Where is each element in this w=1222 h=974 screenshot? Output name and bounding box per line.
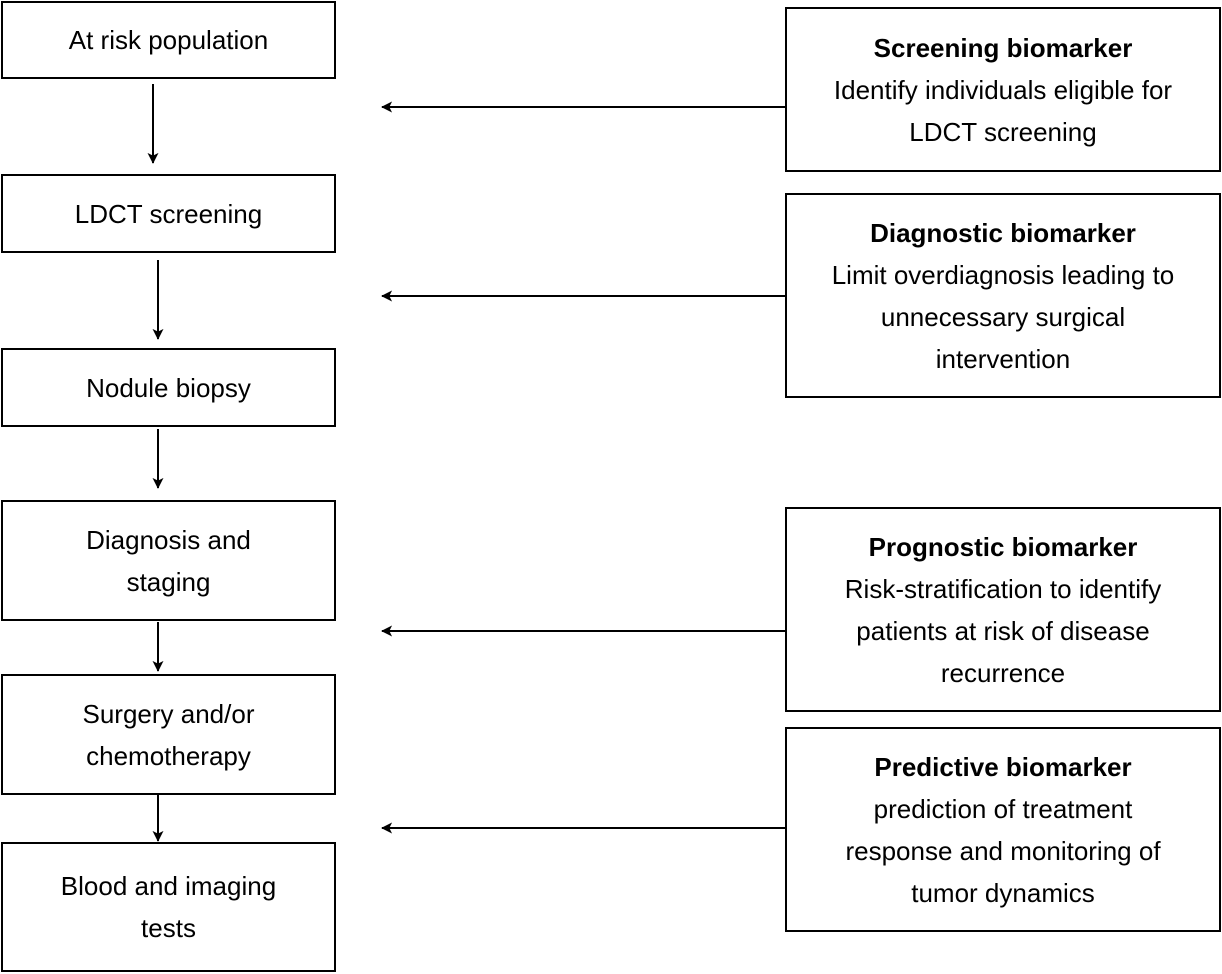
step-label: Blood and imaging tests [60,871,277,943]
biomarker-description: Risk-stratification to identify patients… [844,573,1162,688]
biomarker-title: Predictive biomarker [874,751,1132,782]
step-diagnosis-and-staging: Diagnosis and staging [1,500,336,621]
step-ldct-screening: LDCT screening [1,174,336,253]
biomarker-predictive: Predictive biomarker prediction of treat… [785,727,1221,932]
step-label: Surgery and/or chemotherapy [82,698,255,771]
step-surgery-chemotherapy: Surgery and/or chemotherapy [1,674,336,795]
biomarker-prognostic: Prognostic biomarker Risk-stratification… [785,507,1221,712]
step-label: At risk population [68,25,269,55]
biomarker-title: Prognostic biomarker [868,531,1138,562]
biomarker-screening: Screening biomarker Identify individuals… [785,7,1221,172]
biomarker-description: Identify individuals eligible for LDCT s… [833,74,1173,147]
step-nodule-biopsy: Nodule biopsy [1,348,336,427]
biomarker-description: Limit overdiagnosis leading to unnecessa… [831,259,1175,374]
biomarker-description: prediction of treatment response and mon… [845,793,1161,908]
step-label: Diagnosis and staging [86,524,251,597]
step-label: LDCT screening [74,198,263,229]
step-at-risk-population: At risk population [1,1,336,79]
biomarker-title: Screening biomarker [873,32,1133,63]
biomarker-diagnostic: Diagnostic biomarker Limit overdiagnosis… [785,193,1221,398]
step-label: Nodule biopsy [86,372,251,403]
step-blood-imaging-tests: Blood and imaging tests [1,842,336,972]
biomarker-title: Diagnostic biomarker [870,217,1136,248]
